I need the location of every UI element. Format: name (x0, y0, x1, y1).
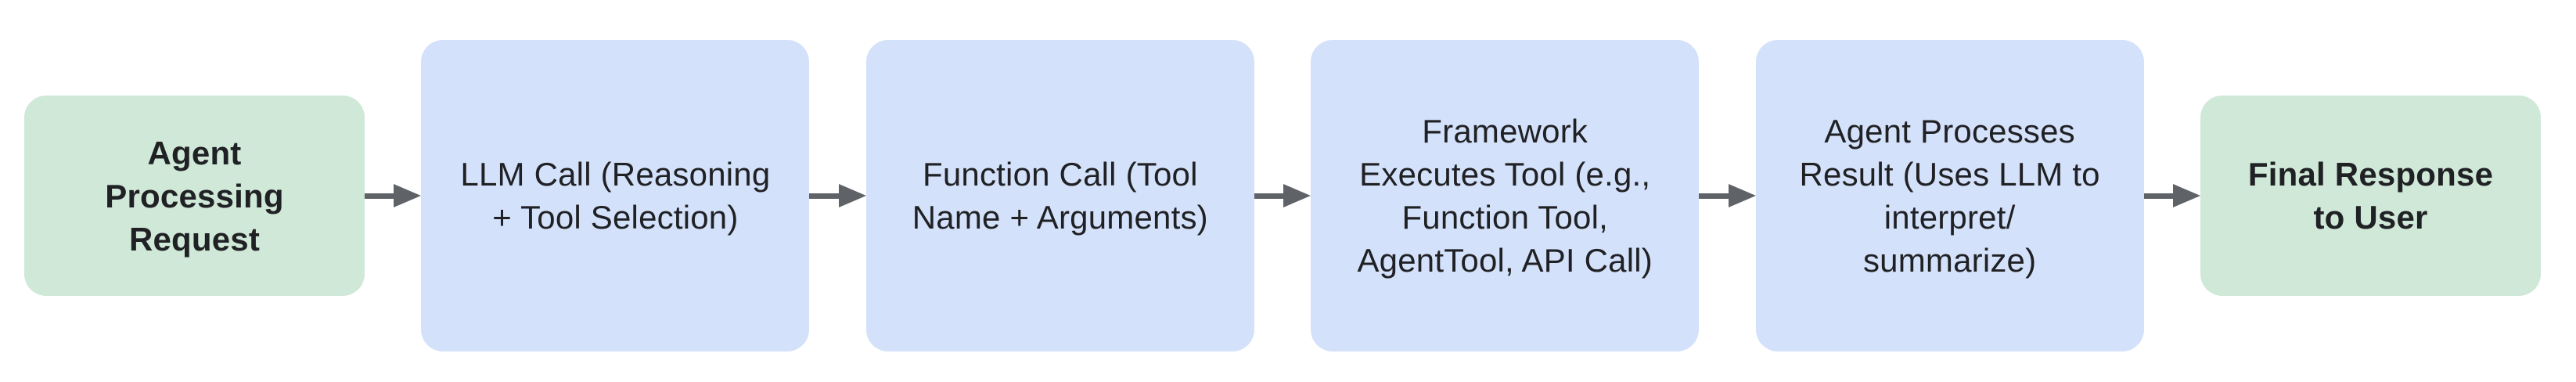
node-label: Final Response to User (2247, 156, 2494, 236)
arrow-head-icon (394, 184, 422, 207)
arrow-head-icon (838, 184, 866, 207)
node-llm-call: LLM Call (Reasoning + Tool Selection) (421, 40, 810, 351)
node-label: Agent Processing Request (105, 134, 284, 258)
node-framework-executes-tool: Framework Executes Tool (e.g., Function … (1311, 40, 1700, 351)
flow-arrow (1254, 184, 1311, 207)
arrow-shaft (365, 193, 394, 199)
node-agent-processing-request: Agent Processing Request (24, 96, 365, 296)
node-function-call: Function Call (Tool Name + Arguments) (865, 40, 1254, 351)
flow-arrow (2143, 184, 2201, 207)
arrow-shaft (1699, 193, 1729, 199)
arrow-shaft (1254, 193, 1284, 199)
arrow-shaft (2143, 193, 2174, 199)
arrow-head-icon (1728, 184, 1756, 207)
node-label: Framework Executes Tool (e.g., Function … (1357, 113, 1653, 279)
flow-arrow (809, 184, 866, 207)
node-label: Function Call (Tool Name + Arguments) (912, 156, 1208, 236)
arrow-head-icon (1283, 184, 1311, 207)
arrow-head-icon (2173, 184, 2201, 207)
arrow-shaft (809, 193, 839, 199)
flow-arrow (365, 184, 422, 207)
node-final-response-to-user: Final Response to User (2200, 96, 2542, 296)
node-agent-processes-result: Agent Processes Result (Uses LLM to inte… (1755, 40, 2144, 351)
node-label: Agent Processes Result (Uses LLM to inte… (1799, 113, 2100, 279)
flow-arrow (1699, 184, 1756, 207)
node-label: LLM Call (Reasoning + Tool Selection) (460, 156, 771, 236)
